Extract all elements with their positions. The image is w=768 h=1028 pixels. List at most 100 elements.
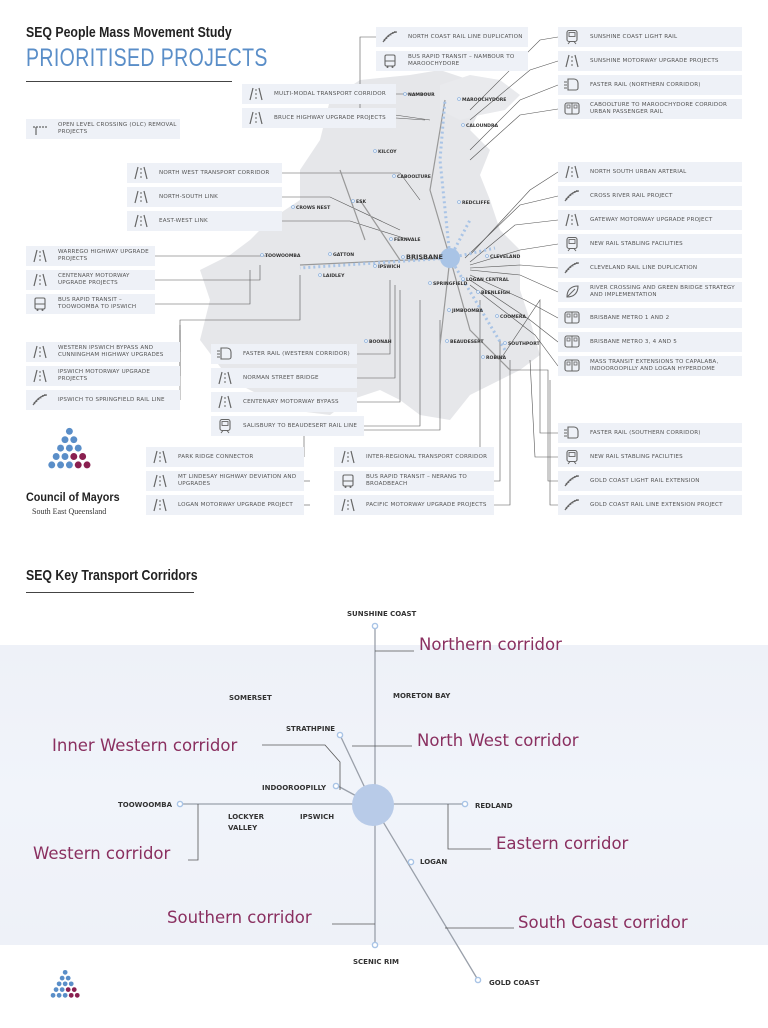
project-label: EAST-WEST LINK bbox=[159, 217, 208, 224]
logo-region: South East Queensland bbox=[32, 507, 107, 516]
map-place-label: CLEVELAND bbox=[490, 254, 520, 260]
leader-line bbox=[469, 84, 559, 151]
project-card: FASTER RAIL (WESTERN CORRIDOR) bbox=[211, 344, 357, 364]
project-label: IPSWICH TO SPRINGFIELD RAIL LINE bbox=[58, 396, 165, 403]
leader-line bbox=[469, 108, 559, 161]
project-label: NEW RAIL STABLING FACILITIES bbox=[590, 453, 683, 460]
seq-map: NAMBOURMAROOCHYDORECALOUNDRAKILCOYCABOOL… bbox=[155, 36, 559, 506]
project-label: BUS RAPID TRANSIT – TOOWOOMBA TO IPSWICH bbox=[58, 297, 137, 310]
study-title: SEQ People Mass Movement Study bbox=[26, 24, 232, 41]
road-icon bbox=[562, 211, 582, 229]
project-label: INTER-REGIONAL TRANSPORT CORRIDOR bbox=[366, 453, 488, 460]
project-card: BUS RAPID TRANSIT – NAMBOUR TO MAROOCHYD… bbox=[376, 51, 528, 71]
project-card: GOLD COAST LIGHT RAIL EXTENSION bbox=[558, 471, 742, 491]
road-icon bbox=[131, 188, 151, 206]
leader-line bbox=[494, 360, 511, 506]
project-card: MT LINDESAY HIGHWAY DEVIATION AND UPGRAD… bbox=[146, 471, 304, 491]
map-place-label: SPRINGFIELD bbox=[433, 281, 467, 287]
road-icon bbox=[338, 448, 358, 466]
corridor-label: South Coast corridor bbox=[518, 913, 688, 932]
logo-dot bbox=[65, 987, 71, 992]
project-label: MT LINDESAY HIGHWAY DEVIATION AND UPGRAD… bbox=[178, 474, 297, 487]
map-place-dot bbox=[503, 341, 507, 345]
project-label: IPSWICH MOTORWAY UPGRADE PROJECTS bbox=[58, 369, 151, 382]
project-card: BUS RAPID TRANSIT – NERANG TO BROADBEACH bbox=[334, 471, 494, 491]
project-card: WARREGO HIGHWAY UPGRADE PROJECTS bbox=[26, 246, 155, 266]
project-card: IPSWICH TO SPRINGFIELD RAIL LINE bbox=[26, 390, 180, 410]
project-card: NORMAN STREET BRIDGE bbox=[211, 368, 357, 388]
project-label: CENTENARY MOTORWAY UPGRADE PROJECTS bbox=[58, 273, 130, 286]
leader-line bbox=[469, 171, 559, 256]
logo-dot bbox=[50, 992, 56, 998]
map-place-dot bbox=[461, 277, 465, 281]
rail-icon bbox=[562, 259, 582, 277]
leader-line bbox=[303, 320, 441, 457]
logo-dot bbox=[48, 461, 56, 469]
metro-icon bbox=[562, 357, 582, 375]
leader-line bbox=[357, 280, 391, 355]
project-label: NORTH-SOUTH LINK bbox=[159, 193, 218, 200]
road-line bbox=[429, 99, 451, 259]
corridor-place-label: SOMERSET bbox=[229, 694, 272, 702]
map-place-label: CROWS NEST bbox=[296, 205, 331, 211]
logo-dot bbox=[53, 987, 59, 992]
project-label: LOGAN MOTORWAY UPGRADE PROJECT bbox=[178, 501, 294, 508]
project-card: BRUCE HIGHWAY UPGRADE PROJECTS bbox=[242, 108, 396, 128]
project-label: BRISBANE METRO 3, 4 AND 5 bbox=[590, 338, 678, 345]
project-card: NEW RAIL STABLING FACILITIES bbox=[558, 234, 742, 254]
logo-dot bbox=[79, 453, 87, 460]
project-label: MULTI-MODAL TRANSPORT CORRIDOR bbox=[274, 90, 386, 97]
map-place-dot bbox=[389, 237, 393, 241]
council-logo-mark bbox=[48, 427, 91, 469]
brisbane-hub bbox=[440, 248, 460, 268]
map-place-dot bbox=[447, 308, 451, 312]
map-place-dot bbox=[445, 339, 449, 343]
metro-icon bbox=[562, 100, 582, 118]
logo-dot bbox=[68, 992, 74, 998]
corridor-label: Northern corridor bbox=[419, 635, 562, 654]
map-place-dot bbox=[318, 273, 322, 277]
corridor-leader bbox=[447, 804, 491, 850]
project-label: GOLD COAST LIGHT RAIL EXTENSION bbox=[590, 477, 700, 484]
project-label: BUS RAPID TRANSIT – NAMBOUR TO MAROOCHYD… bbox=[408, 54, 515, 67]
map-place-dot bbox=[461, 123, 465, 127]
rail-icon bbox=[562, 187, 582, 205]
logo-dot bbox=[62, 969, 68, 975]
logo-dot bbox=[56, 981, 62, 987]
map-place-label: CABOOLTURE bbox=[397, 174, 431, 180]
map-place-label: TOOWOOMBA bbox=[265, 253, 301, 259]
project-card: RIVER CROSSING AND GREEN BRIDGE STRATEGY… bbox=[558, 282, 742, 302]
project-label: NORTH SOUTH URBAN ARTERIAL bbox=[590, 168, 687, 175]
leader-line bbox=[357, 285, 396, 379]
project-label: GATEWAY MOTORWAY UPGRADE PROJECT bbox=[590, 216, 713, 223]
project-card: SALISBURY TO BEAUDESERT RAIL LINE bbox=[211, 416, 364, 436]
map-place-dot bbox=[476, 290, 480, 294]
road-icon bbox=[30, 247, 50, 265]
project-label: BRISBANE METRO 1 AND 2 bbox=[590, 314, 670, 321]
map-place-label: BEENLEIGH bbox=[481, 290, 510, 296]
corridors-title-rule bbox=[26, 592, 194, 593]
logo-dot bbox=[70, 453, 78, 460]
project-label: CABOOLTURE TO MAROOCHYDORE CORRIDOR URBA… bbox=[590, 102, 728, 115]
project-card: PARK RIDGE CONNECTOR bbox=[146, 447, 304, 467]
logo-dot bbox=[74, 461, 82, 469]
logo-dot bbox=[83, 461, 91, 469]
road-icon bbox=[131, 164, 151, 182]
map-place-label: BRISBANE bbox=[406, 253, 443, 261]
map-place-dot bbox=[260, 253, 264, 257]
logo-dot bbox=[59, 987, 65, 992]
logo-dot bbox=[65, 975, 71, 981]
project-card: CLEVELAND RAIL LINE DUPLICATION bbox=[558, 258, 742, 278]
project-card: SUNSHINE COAST LIGHT RAIL bbox=[558, 27, 742, 47]
project-label: NORTH COAST RAIL LINE DUPLICATION bbox=[408, 33, 523, 40]
corridor-place-label: STRATHPINE bbox=[286, 725, 335, 733]
bus-icon bbox=[30, 295, 50, 313]
corridor-place-label: SUNSHINE COAST bbox=[347, 610, 417, 618]
corridor-label: Eastern corridor bbox=[496, 834, 629, 853]
road-icon bbox=[30, 367, 50, 385]
corridor-place-label: REDLAND bbox=[475, 802, 513, 810]
map-place-dot bbox=[392, 174, 396, 178]
project-card: NEW RAIL STABLING FACILITIES bbox=[558, 447, 742, 467]
logo-dot bbox=[65, 461, 73, 469]
logo-dot bbox=[61, 453, 69, 460]
